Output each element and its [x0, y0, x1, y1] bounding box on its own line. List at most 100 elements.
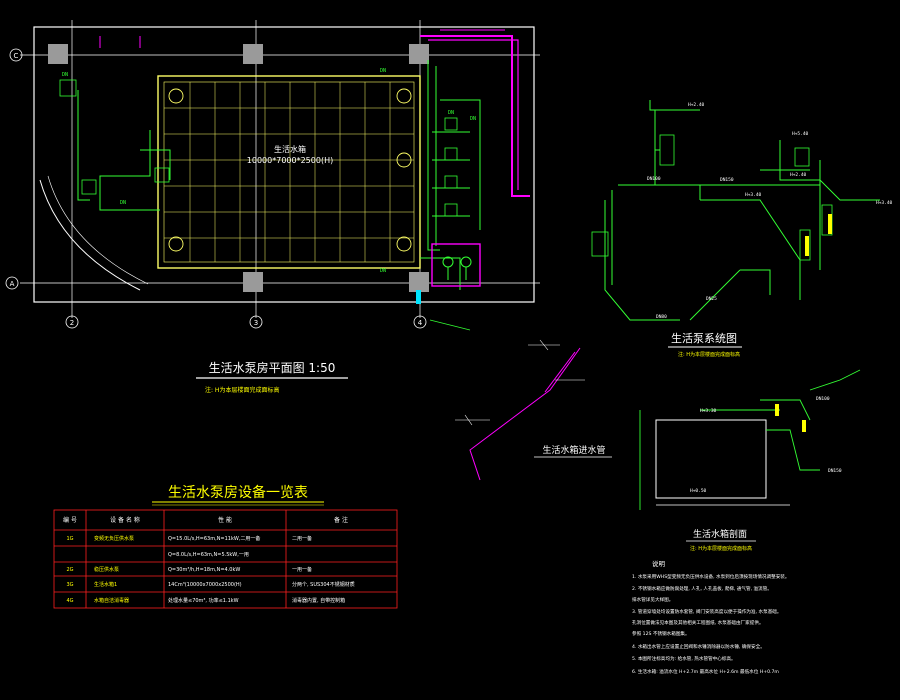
- pipe-stub: [99, 36, 141, 48]
- svg-text:DN150: DN150: [720, 177, 734, 183]
- section-valves: [775, 404, 806, 432]
- axis-bubble-c: [9, 48, 23, 62]
- table-header-spec: 性 能: [218, 516, 232, 524]
- note-item: 参照 12S 不锈钢水箱图集。: [632, 630, 690, 637]
- note-item: 4. 水箱出水管上应设置止回阀和水锤消除器以防水锤, 确保安全。: [632, 643, 765, 650]
- svg-text:H+2.40: H+2.40: [688, 102, 705, 108]
- note-item: 6. 生活水箱: 溢流水位 H+2.7m 最高水位 H+2.6m 最低水位 H+…: [632, 668, 779, 675]
- section-title: 生活水箱剖面: [693, 528, 747, 540]
- row-name: 稳压供水泵: [94, 566, 119, 573]
- table-row: 1G 变频无负压供水泵 Q=15.0L/s,H=63m,N=11kW,二用一备 …: [66, 535, 312, 542]
- row-spec: Q=30m³/h,H=18m,N=4.0kW: [168, 567, 240, 573]
- pump-units: [59, 79, 458, 217]
- inlet-markers: [455, 339, 585, 426]
- system-pipes: [604, 100, 880, 321]
- svg-text:DN: DN: [120, 200, 126, 206]
- curved-wall: [47, 175, 149, 285]
- svg-text:H+3.30: H+3.30: [700, 408, 717, 414]
- svg-text:DN: DN: [380, 68, 386, 74]
- table-header-remark: 备 注: [334, 516, 348, 524]
- axis-label-3: 3: [254, 319, 258, 327]
- note-item: 2. 不锈钢水箱应做防腐处理, 人孔, 人孔盖板, 爬梯, 通气管, 溢流管。: [632, 585, 772, 592]
- plan-annotations: DN DN DN DN DN DN: [62, 68, 476, 274]
- axis-bubble-a: [5, 276, 19, 290]
- svg-text:H+3.40: H+3.40: [745, 192, 762, 198]
- axis-label-c: C: [14, 52, 19, 60]
- manholes: [168, 88, 412, 252]
- table-header-no: 编 号: [63, 516, 77, 524]
- svg-text:DN: DN: [470, 116, 476, 122]
- svg-text:DN80: DN80: [656, 314, 667, 320]
- system-labels: H+2.40 DN150 DN100 H+2.40 H+3.40 H+3.40 …: [647, 102, 893, 320]
- axis-label-2: 2: [70, 319, 74, 327]
- row-remark: 二用一备: [292, 535, 312, 542]
- axis-bubble-2: [65, 315, 79, 329]
- water-tank-outline: [157, 75, 421, 269]
- plan-note: 注: H为本层楼面完成面标高: [205, 386, 279, 394]
- row-name: 水箱自洁消毒器: [94, 597, 129, 604]
- svg-text:H+0.50: H+0.50: [690, 488, 707, 494]
- pump-pit: [431, 243, 481, 287]
- system-equipment: [591, 134, 833, 261]
- row-no: 2G: [66, 567, 73, 573]
- row-remark: 分两个, SUS304不锈钢材质: [292, 581, 355, 588]
- svg-text:DN: DN: [380, 268, 386, 274]
- note-item: 1. 水泵采用WHS型变频无负压供水设备, 水泵到位后须按现场情况调整安装。: [632, 573, 790, 580]
- svg-text:DN: DN: [448, 110, 454, 116]
- inlet-title: 生活水箱进水管: [542, 444, 605, 456]
- row-no: 3G: [66, 582, 73, 588]
- column: [409, 272, 429, 292]
- water-tank-inner: [163, 81, 415, 263]
- svg-text:DN: DN: [62, 72, 68, 78]
- note-item: 3. 管道穿墙处均设置防水套管, 阀门安装高度以便于操作为准, 水泵基础。: [632, 608, 782, 615]
- section-pipes: [639, 369, 861, 510]
- svg-text:DN25: DN25: [706, 296, 717, 302]
- pump-room-plan: C A 2 3 4: [5, 20, 540, 394]
- svg-text:H+2.40: H+2.40: [790, 172, 807, 178]
- leader-line: [429, 319, 471, 331]
- row-remark: 消毒器内置, 自带控制箱: [292, 597, 345, 604]
- svg-text:DN100: DN100: [816, 396, 830, 402]
- system-title: 生活泵系统图: [671, 331, 737, 345]
- axis-label-a: A: [10, 280, 15, 288]
- row-name: 生活水箱1: [94, 581, 117, 588]
- tank-inlet-pipe: 生活水箱进水管: [455, 339, 612, 481]
- row-no: 4G: [66, 598, 73, 604]
- section-note: 注: H为本层楼面完成面标高: [690, 545, 752, 552]
- note-item: 孔洞位置做法见本图及其他相关工程图纸, 水泵基础由厂家提供。: [632, 619, 764, 626]
- row-name: 变频无负压供水泵: [94, 535, 134, 542]
- table-row: Q=8.0L/s,H=63m,N=5.5kW,一用: [168, 552, 249, 558]
- note-item: 排水管详见大样图。: [632, 596, 673, 603]
- plan-title: 生活水泵房平面图 1:50: [209, 360, 336, 375]
- section-tank-body: [655, 419, 767, 499]
- drain-pipe: [428, 39, 519, 190]
- pump-system-diagram: H+2.40 DN150 DN100 H+2.40 H+3.40 H+3.40 …: [591, 100, 893, 358]
- tank-bracing-grid: [164, 82, 414, 262]
- inlet-pipes: [469, 347, 581, 481]
- tank-label: 生活水箱: [274, 144, 306, 154]
- column: [243, 272, 263, 292]
- svg-text:DN150: DN150: [828, 468, 842, 474]
- svg-text:DN100: DN100: [647, 176, 661, 182]
- drain-pipe: [420, 35, 530, 197]
- tank-size: 10000*7000*2500(H): [247, 156, 333, 165]
- design-notes: 说明 1. 水泵采用WHS型变频无负压供水设备, 水泵到位后须按现场情况调整安装…: [632, 559, 790, 675]
- notes-heading: 说明: [652, 559, 666, 568]
- room-boundary: [33, 26, 535, 303]
- tank-section: H+3.30 H+0.50 DN100 DN150 生活水箱剖面 注: H为本层…: [639, 369, 861, 552]
- table-header: 编 号 设 备 名 称 性 能 备 注: [63, 516, 348, 524]
- row-spec: Q=8.0L/s,H=63m,N=5.5kW,一用: [168, 552, 249, 558]
- table-title: 生活水泵房设备一览表: [168, 484, 308, 501]
- row-spec: 14Cm³(10000x7000x2500(H): [168, 582, 242, 588]
- row-remark: 一用一备: [292, 566, 312, 573]
- system-valves: [805, 214, 832, 256]
- table-grid: [53, 509, 398, 609]
- table-row: 2G 稳压供水泵 Q=30m³/h,H=18m,N=4.0kW 一用一备: [66, 566, 312, 573]
- column: [243, 44, 263, 64]
- notes-list: 1. 水泵采用WHS型变频无负压供水设备, 水泵到位后须按现场情况调整安装。 2…: [632, 573, 790, 675]
- drain-outlet: [416, 290, 421, 304]
- note-item: 5. 本图所注标高均为: 给水管, 热水管管中心标高。: [632, 655, 736, 662]
- axis-label-4: 4: [418, 319, 423, 327]
- row-no: 1G: [66, 536, 73, 542]
